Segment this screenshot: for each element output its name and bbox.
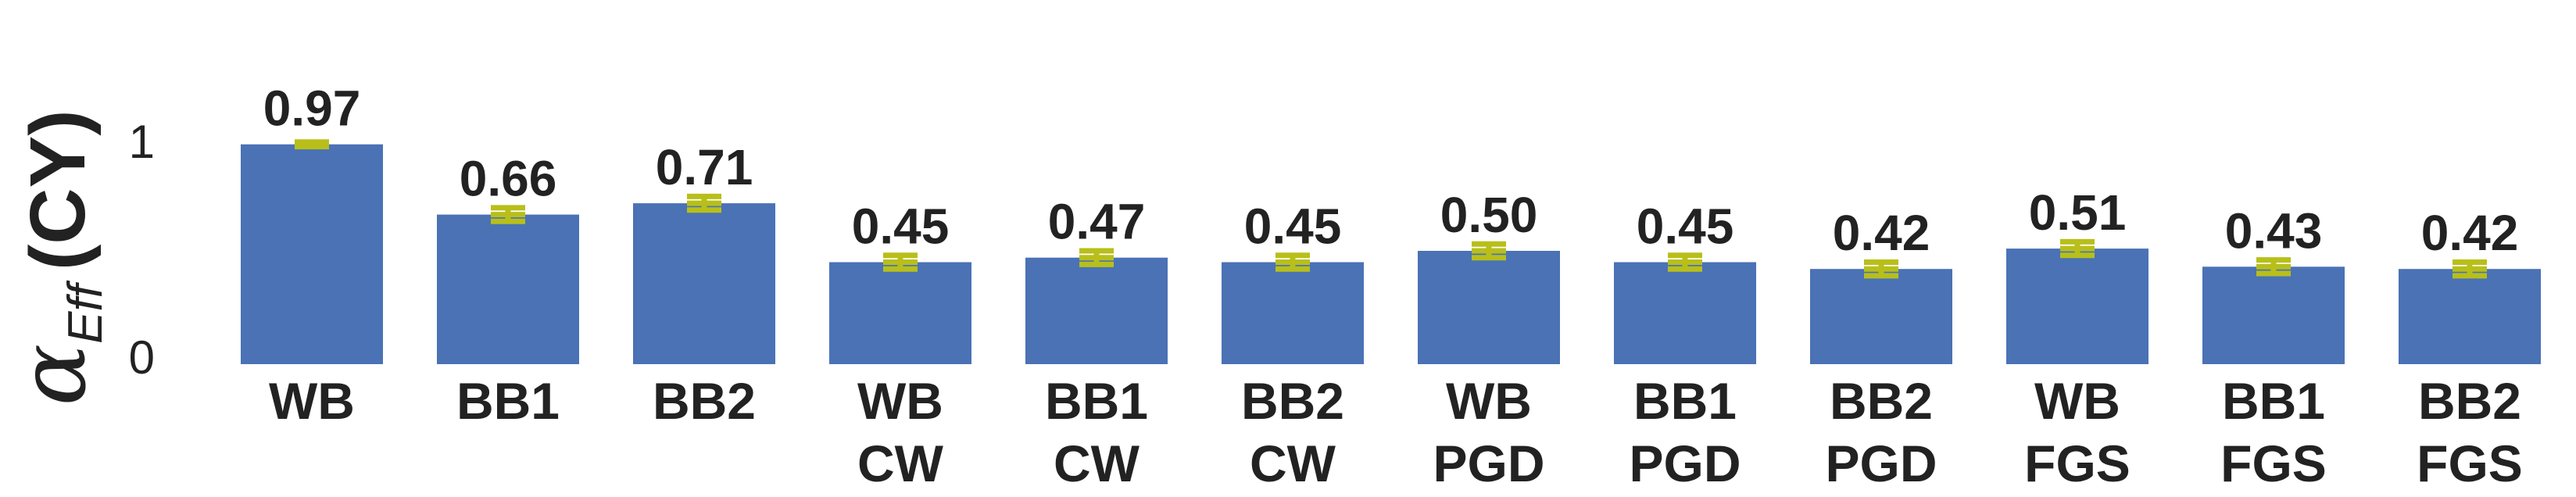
bar-2	[633, 203, 775, 364]
error-bar-8	[1864, 259, 1898, 279]
error-bar-4	[1079, 248, 1114, 267]
value-label-0: 0.97	[263, 80, 361, 137]
value-labels: 0.97 0.66 0.71 0.45 0.47 0.45 0.50 0.45 0.42 0.51…	[263, 80, 2519, 262]
category-label-11-1: FGS	[2417, 434, 2523, 492]
category-label-10-0: BB1	[2222, 372, 2325, 430]
error-bar-2	[687, 193, 721, 213]
value-label-9: 0.51	[2029, 184, 2127, 241]
category-label-5-1: CW	[1250, 434, 1336, 492]
y-axis-ticks: 01	[129, 116, 155, 384]
value-label-1: 0.66	[460, 151, 557, 207]
bars	[241, 144, 2541, 364]
category-label-3-1: CW	[857, 434, 944, 492]
category-label-10-1: FGS	[2220, 434, 2327, 492]
error-bar-7	[1668, 252, 1702, 272]
value-label-11: 0.42	[2421, 205, 2519, 261]
category-label-11-0: BB2	[2418, 372, 2521, 430]
value-label-3: 0.45	[852, 198, 950, 255]
value-label-10: 0.43	[2225, 202, 2323, 259]
category-label-9-1: FGS	[2024, 434, 2131, 492]
category-label-5-0: BB2	[1241, 372, 1344, 430]
error-bar-0	[295, 139, 329, 150]
error-bar-9	[2060, 238, 2095, 259]
value-label-6: 0.50	[1440, 187, 1538, 243]
bar-10	[2202, 266, 2345, 364]
category-label-4-1: CW	[1054, 434, 1140, 492]
y-axis-label-symbol: α	[0, 344, 106, 406]
category-label-0-0: WB	[269, 372, 355, 430]
error-bar-10	[2256, 257, 2291, 277]
category-label-2-0: BB2	[653, 372, 756, 430]
value-label-5: 0.45	[1244, 198, 1342, 255]
error-bar-5	[1275, 252, 1310, 272]
bar-4	[1025, 257, 1168, 364]
category-label-4-0: BB1	[1045, 372, 1148, 430]
category-label-6-1: PGD	[1433, 434, 1544, 492]
y-axis-label-suffix: (CY)	[14, 109, 102, 270]
bar-8	[1810, 269, 1952, 364]
category-label-1-0: BB1	[456, 372, 560, 430]
bar-5	[1222, 262, 1364, 364]
category-label-9-0: WB	[2034, 372, 2120, 430]
y-tick-label-0: 0	[129, 331, 155, 384]
error-bars	[295, 139, 2487, 279]
bar-9	[2006, 248, 2148, 364]
category-label-8-0: BB2	[1830, 372, 1933, 430]
error-bar-3	[883, 252, 918, 272]
error-bar-1	[491, 205, 525, 224]
value-label-8: 0.42	[1833, 205, 1930, 261]
y-axis-label: αEff (CY)	[0, 109, 113, 406]
error-bar-6	[1472, 241, 1506, 261]
value-label-7: 0.45	[1637, 198, 1734, 255]
bar-3	[829, 262, 971, 364]
category-label-7-1: PGD	[1629, 434, 1741, 492]
category-label-6-0: WB	[1446, 372, 1532, 430]
svg-text:αEff(CY): αEff (CY)	[0, 109, 113, 406]
bar-11	[2399, 269, 2541, 364]
category-label-7-0: BB1	[1633, 372, 1737, 430]
category-label-8-1: PGD	[1825, 434, 1937, 492]
bar-6	[1418, 251, 1560, 364]
y-axis-label-subscript: Eff	[59, 280, 113, 344]
error-bar-11	[2453, 259, 2487, 279]
y-tick-label-1: 1	[129, 116, 155, 168]
value-label-2: 0.71	[656, 139, 753, 195]
category-label-3-0: WB	[857, 372, 943, 430]
bar-7	[1614, 262, 1756, 364]
bar-0	[241, 144, 383, 364]
value-label-4: 0.47	[1048, 194, 1146, 250]
bar-1	[437, 214, 579, 364]
